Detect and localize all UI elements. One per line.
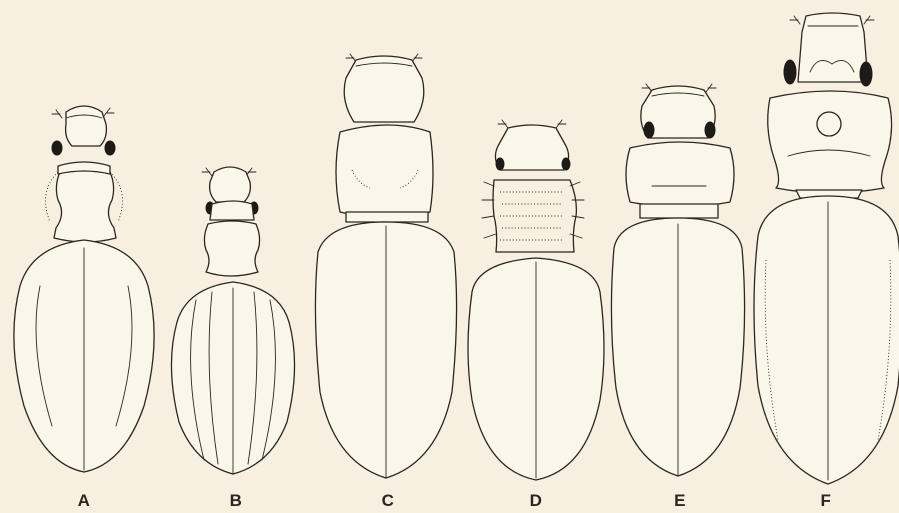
figure-label-d: D: [521, 491, 551, 511]
figure-label-a: A: [69, 491, 99, 511]
figure-label-b: B: [221, 491, 251, 511]
figure-label-f: F: [811, 491, 841, 511]
figure-label-c: C: [373, 491, 403, 511]
figure-label-e: E: [665, 491, 695, 511]
